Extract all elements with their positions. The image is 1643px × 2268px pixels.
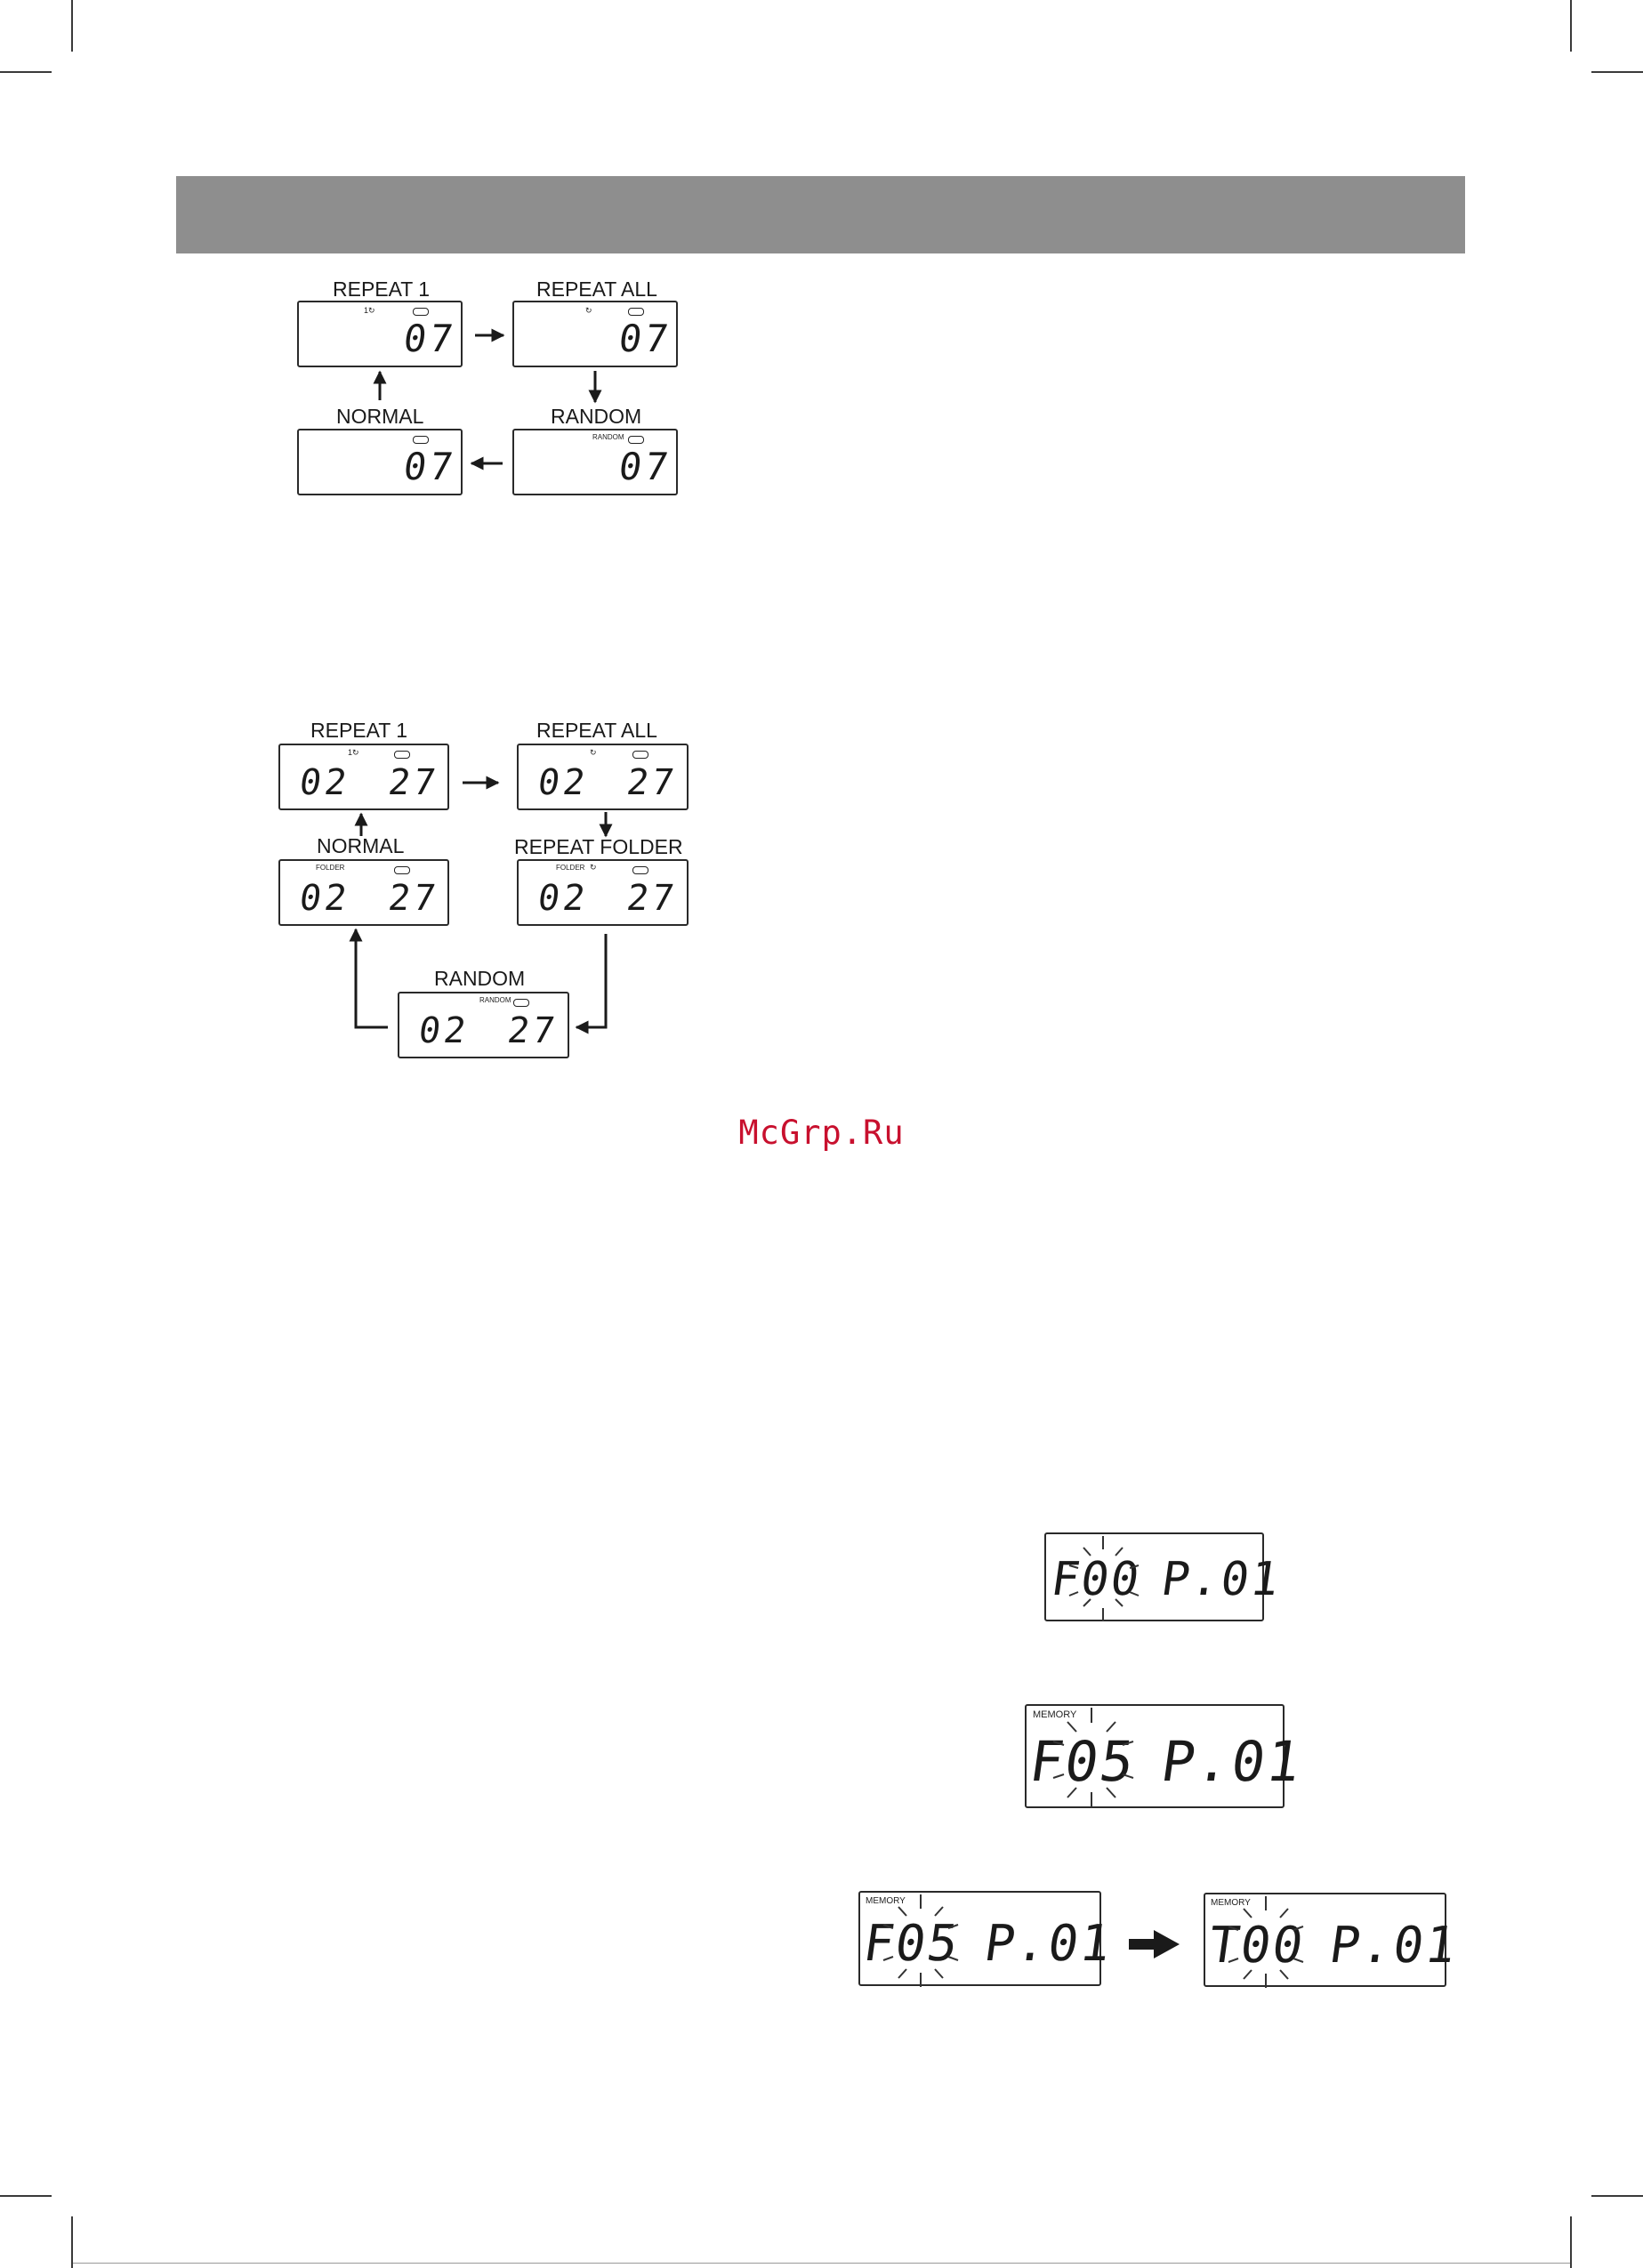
arrow-right-icon [1129,1930,1180,1958]
arrow-elbow-icon [356,929,388,1027]
watermark: McGrp.Ru [0,1114,1643,1152]
arrow-elbow-icon [576,934,606,1027]
blink-rays-icon [1228,1896,1303,1988]
blink-rays-icon [1069,1536,1139,1621]
blink-rays-icon [1053,1708,1133,1807]
blink-rays-icon [883,1894,958,1987]
